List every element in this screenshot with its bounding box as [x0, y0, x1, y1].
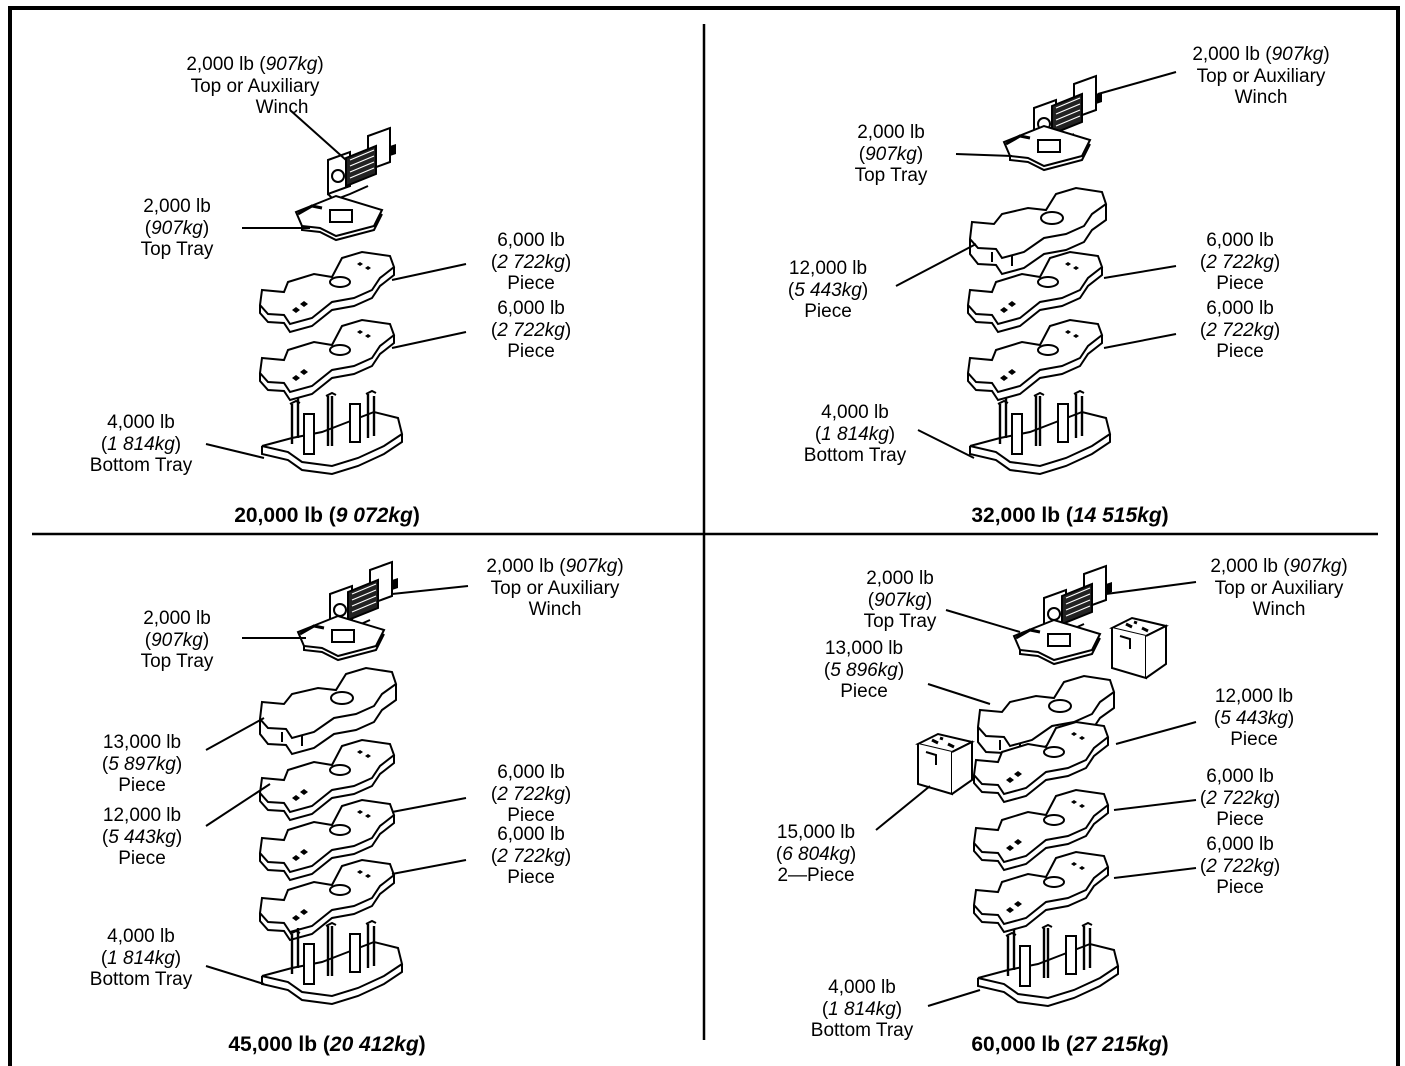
- q4-piece-13000-label: 13,000 lb (5 896kg) Piece: [823, 638, 905, 702]
- q3-piece-2-label: 6,000 lb (2 722kg) Piece: [490, 824, 572, 888]
- q4-toptray-label: 2,000 lb (907kg) Top Tray: [863, 568, 937, 632]
- q2-piece-1-label: 6,000 lb (2 722kg) Piece: [1199, 230, 1281, 294]
- q4-piece-1-label: 6,000 lb (2 722kg) Piece: [1199, 766, 1281, 830]
- q4-piece-2-label: 6,000 lb (2 722kg) Piece: [1199, 834, 1281, 898]
- outer-border: [8, 6, 1400, 1066]
- q3-piece-12000-label: 12,000 lb (5 443kg) Piece: [101, 805, 183, 869]
- q1-piece-2-label: 6,000 lb (2 722kg) Piece: [490, 298, 572, 362]
- q2-total-title: 32,000 lb (14 515kg): [971, 504, 1169, 527]
- q3-piece-1-label: 6,000 lb (2 722kg) Piece: [490, 762, 572, 826]
- q2-toptray-label: 2,000 lb (907kg) Top Tray: [854, 122, 928, 186]
- q4-piece-12000-label: 12,000 lb (5 443kg) Piece: [1213, 686, 1295, 750]
- q3-toptray-label: 2,000 lb (907kg) Top Tray: [140, 608, 214, 672]
- q1-stack: [205, 109, 467, 476]
- q4-2piece-label: 15,000 lb (6 804kg) 2—Piece: [775, 822, 857, 886]
- q2-piece-2-label: 6,000 lb (2 722kg) Piece: [1199, 298, 1281, 362]
- q2-stack: [895, 71, 1177, 476]
- q1-bottomtray-label: 4,000 lb (1 814kg) Bottom Tray: [89, 412, 193, 476]
- q3-total-title: 45,000 lb (20 412kg): [228, 1033, 426, 1056]
- q4-bottomtray-label: 4,000 lb (1 814kg) Bottom Tray: [810, 977, 914, 1041]
- q1-toptray-label: 2,000 lb (907kg) Top Tray: [140, 196, 214, 260]
- q3-stack: [205, 561, 469, 1006]
- q4-winch-label: 2,000 lb (907kg) Top or Auxiliary Winch: [1210, 556, 1348, 620]
- q1-total-title: 20,000 lb (9 072kg): [234, 504, 420, 527]
- q2-bottomtray-label: 4,000 lb (1 814kg) Bottom Tray: [803, 402, 907, 466]
- q1-winch-label: 2,000 lb (907kg) Top or Auxiliary Winch: [186, 54, 324, 118]
- q4-total-title: 60,000 lb (27 215kg): [971, 1033, 1169, 1056]
- q2-winch-label: 2,000 lb (907kg) Top or Auxiliary Winch: [1192, 44, 1330, 108]
- q1-piece-1-label: 6,000 lb (2 722kg) Piece: [490, 230, 572, 294]
- q2-piece-12000-label: 12,000 lb (5 443kg) Piece: [787, 258, 869, 322]
- q3-piece-13000-label: 13,000 lb (5 897kg) Piece: [101, 732, 183, 796]
- q3-winch-label: 2,000 lb (907kg) Top or Auxiliary Winch: [486, 556, 624, 620]
- q3-bottomtray-label: 4,000 lb (1 814kg) Bottom Tray: [89, 926, 193, 990]
- q4-stack: [875, 565, 1197, 1008]
